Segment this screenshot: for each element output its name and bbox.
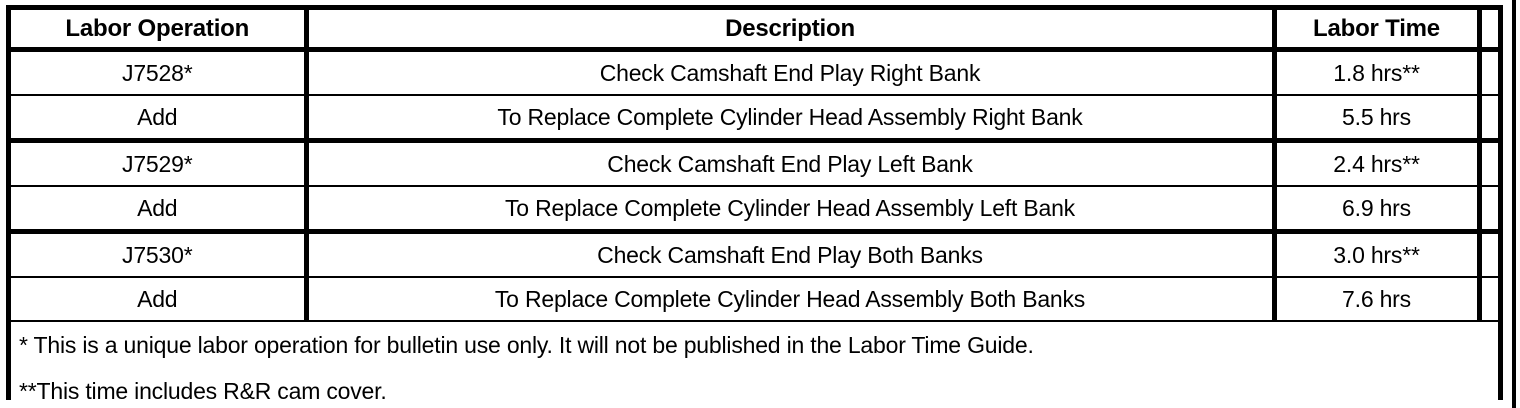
cell-description: Check Camshaft End Play Right Bank	[306, 49, 1277, 96]
cell-spacer	[1479, 186, 1498, 234]
cell-spacer	[1479, 277, 1498, 322]
cell-labor-time: 6.9 hrs	[1274, 186, 1482, 234]
cell-labor-time: 3.0 hrs**	[1274, 231, 1482, 278]
column-header-labor-operation: Labor Operation	[11, 10, 309, 52]
cell-labor-operation: Add	[11, 186, 309, 234]
column-header-description: Description	[306, 10, 1277, 52]
table-row: Add To Replace Complete Cylinder Head As…	[11, 95, 1498, 143]
right-edge-rule	[1512, 0, 1516, 408]
cell-spacer	[1479, 95, 1498, 143]
cell-spacer	[1479, 49, 1498, 96]
cell-labor-operation: Add	[11, 277, 309, 322]
table-row: Add To Replace Complete Cylinder Head As…	[11, 277, 1498, 322]
table-row: J7530* Check Camshaft End Play Both Bank…	[11, 231, 1498, 278]
footnote-double-asterisk: **This time includes R&R cam cover.	[11, 368, 1498, 408]
cell-labor-operation: J7529*	[11, 140, 309, 187]
table-header-row: Labor Operation Description Labor Time	[11, 10, 1498, 52]
cell-labor-time: 1.8 hrs**	[1274, 49, 1482, 96]
labor-operation-table-frame: Labor Operation Description Labor Time J…	[6, 5, 1503, 408]
cell-spacer	[1479, 140, 1498, 187]
cell-description: Check Camshaft End Play Both Banks	[306, 231, 1277, 278]
cell-labor-operation: J7528*	[11, 49, 309, 96]
cell-labor-time: 5.5 hrs	[1274, 95, 1482, 143]
cell-spacer	[1479, 231, 1498, 278]
column-header-spacer	[1479, 10, 1498, 52]
cell-description: To Replace Complete Cylinder Head Assemb…	[306, 277, 1277, 322]
cell-labor-time: 2.4 hrs**	[1274, 140, 1482, 187]
footnote-row: **This time includes R&R cam cover.	[11, 368, 1498, 408]
cell-labor-operation: J7530*	[11, 231, 309, 278]
table-row: J7528* Check Camshaft End Play Right Ban…	[11, 49, 1498, 96]
labor-operation-table: Labor Operation Description Labor Time J…	[11, 10, 1498, 408]
cell-description: Check Camshaft End Play Left Bank	[306, 140, 1277, 187]
footnote-row: * This is a unique labor operation for b…	[11, 321, 1498, 368]
cell-description: To Replace Complete Cylinder Head Assemb…	[306, 95, 1277, 143]
cell-labor-time: 7.6 hrs	[1274, 277, 1482, 322]
table-row: Add To Replace Complete Cylinder Head As…	[11, 186, 1498, 234]
table-row: J7529* Check Camshaft End Play Left Bank…	[11, 140, 1498, 187]
cell-labor-operation: Add	[11, 95, 309, 143]
footnote-single-asterisk: * This is a unique labor operation for b…	[11, 321, 1498, 368]
column-header-labor-time: Labor Time	[1274, 10, 1482, 52]
cell-description: To Replace Complete Cylinder Head Assemb…	[306, 186, 1277, 234]
